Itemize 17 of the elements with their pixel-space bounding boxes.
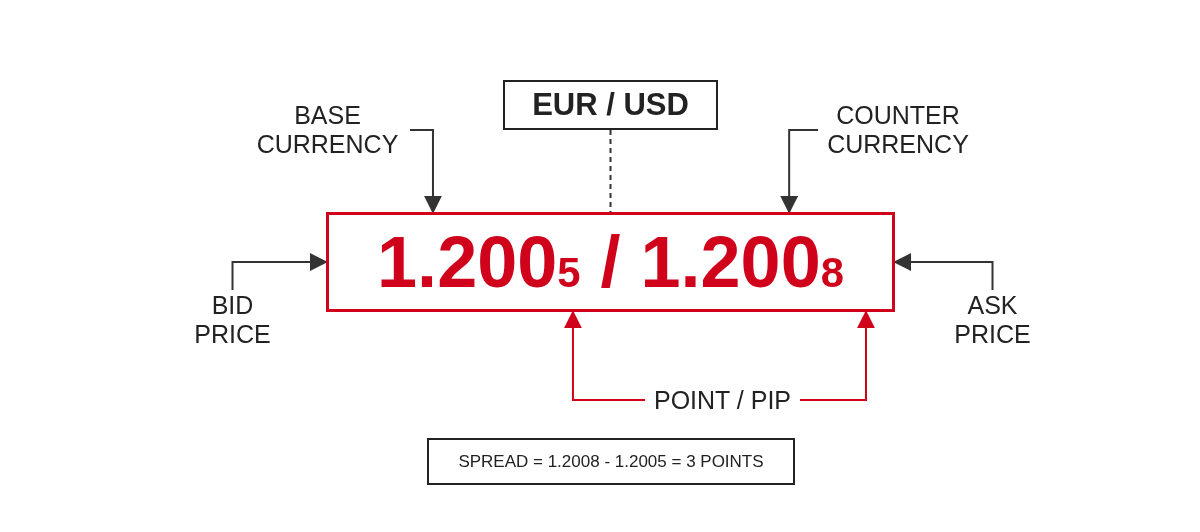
leader-arrow (563, 310, 646, 401)
callout-label: ASK PRICE (953, 291, 1032, 349)
callout-label: BID PRICE (193, 291, 272, 349)
formula-box (427, 438, 795, 485)
leader-arrow (231, 253, 328, 291)
dashed-connector (609, 129, 612, 213)
callout-label: BASE CURRENCY (255, 101, 400, 159)
spread-formula: SPREAD = 1.2008 - 1.2005 = 3 POINTS (458, 451, 764, 472)
pair-name: EUR / USD (532, 87, 689, 123)
label-box (503, 80, 718, 130)
leader-arrow (409, 129, 442, 214)
leader-arrow (780, 129, 819, 214)
leader-arrow (893, 253, 994, 291)
quote-box (326, 212, 895, 312)
callout-label: POINT / PIP (653, 385, 792, 415)
leader-arrow (799, 310, 875, 401)
callout-label: COUNTER CURRENCY (826, 101, 970, 159)
